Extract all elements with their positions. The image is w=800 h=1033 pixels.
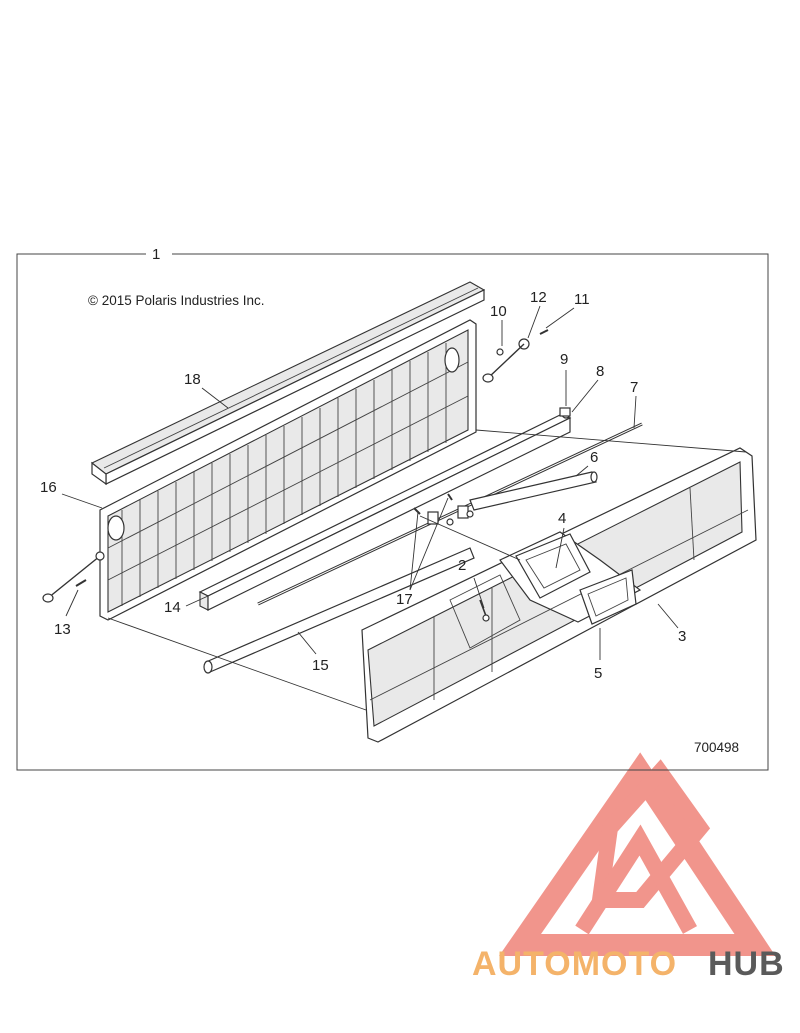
callout-14: 14 [164, 599, 181, 616]
watermark-text-hub: HUB [708, 945, 785, 983]
watermark-text-automoto: AUTOMOTO [472, 945, 677, 983]
callout-12: 12 [530, 289, 547, 306]
leader-lines [61, 305, 679, 660]
projection-lines [107, 429, 747, 711]
part-7-rod [257, 422, 643, 606]
callout-16: 16 [40, 479, 57, 496]
part-5-handle [579, 569, 637, 625]
copyright-text: © 2015 Polaris Industries Inc. [88, 293, 265, 308]
callout-15: 15 [312, 657, 329, 674]
callout-17: 17 [396, 591, 413, 608]
callout-13: 13 [54, 621, 71, 638]
watermark-logo [498, 752, 776, 956]
part-16-inner-panel [99, 319, 477, 621]
callout-11: 11 [574, 291, 590, 308]
callout-7: 7 [630, 379, 638, 396]
callout-4: 4 [558, 510, 566, 527]
callout-3: 3 [678, 628, 686, 645]
hardware-fasteners [42, 329, 571, 622]
part-4-handle-bezel [515, 533, 591, 599]
callout-5: 5 [594, 665, 602, 682]
callout-2: 2 [458, 557, 466, 574]
part-15-long-tube [203, 547, 475, 674]
callout-8: 8 [596, 363, 604, 380]
callout-1: 1 [152, 246, 160, 263]
part-6-tube [469, 471, 598, 511]
part-14-channel [198, 413, 572, 611]
reference-number: 700498 [694, 740, 739, 755]
assembly-frame [16, 253, 769, 771]
callout-9: 9 [560, 351, 568, 368]
part-18-top-cap [90, 281, 486, 486]
callout-10: 10 [490, 303, 507, 320]
callout-18: 18 [184, 371, 201, 388]
callout-6: 6 [590, 449, 598, 466]
